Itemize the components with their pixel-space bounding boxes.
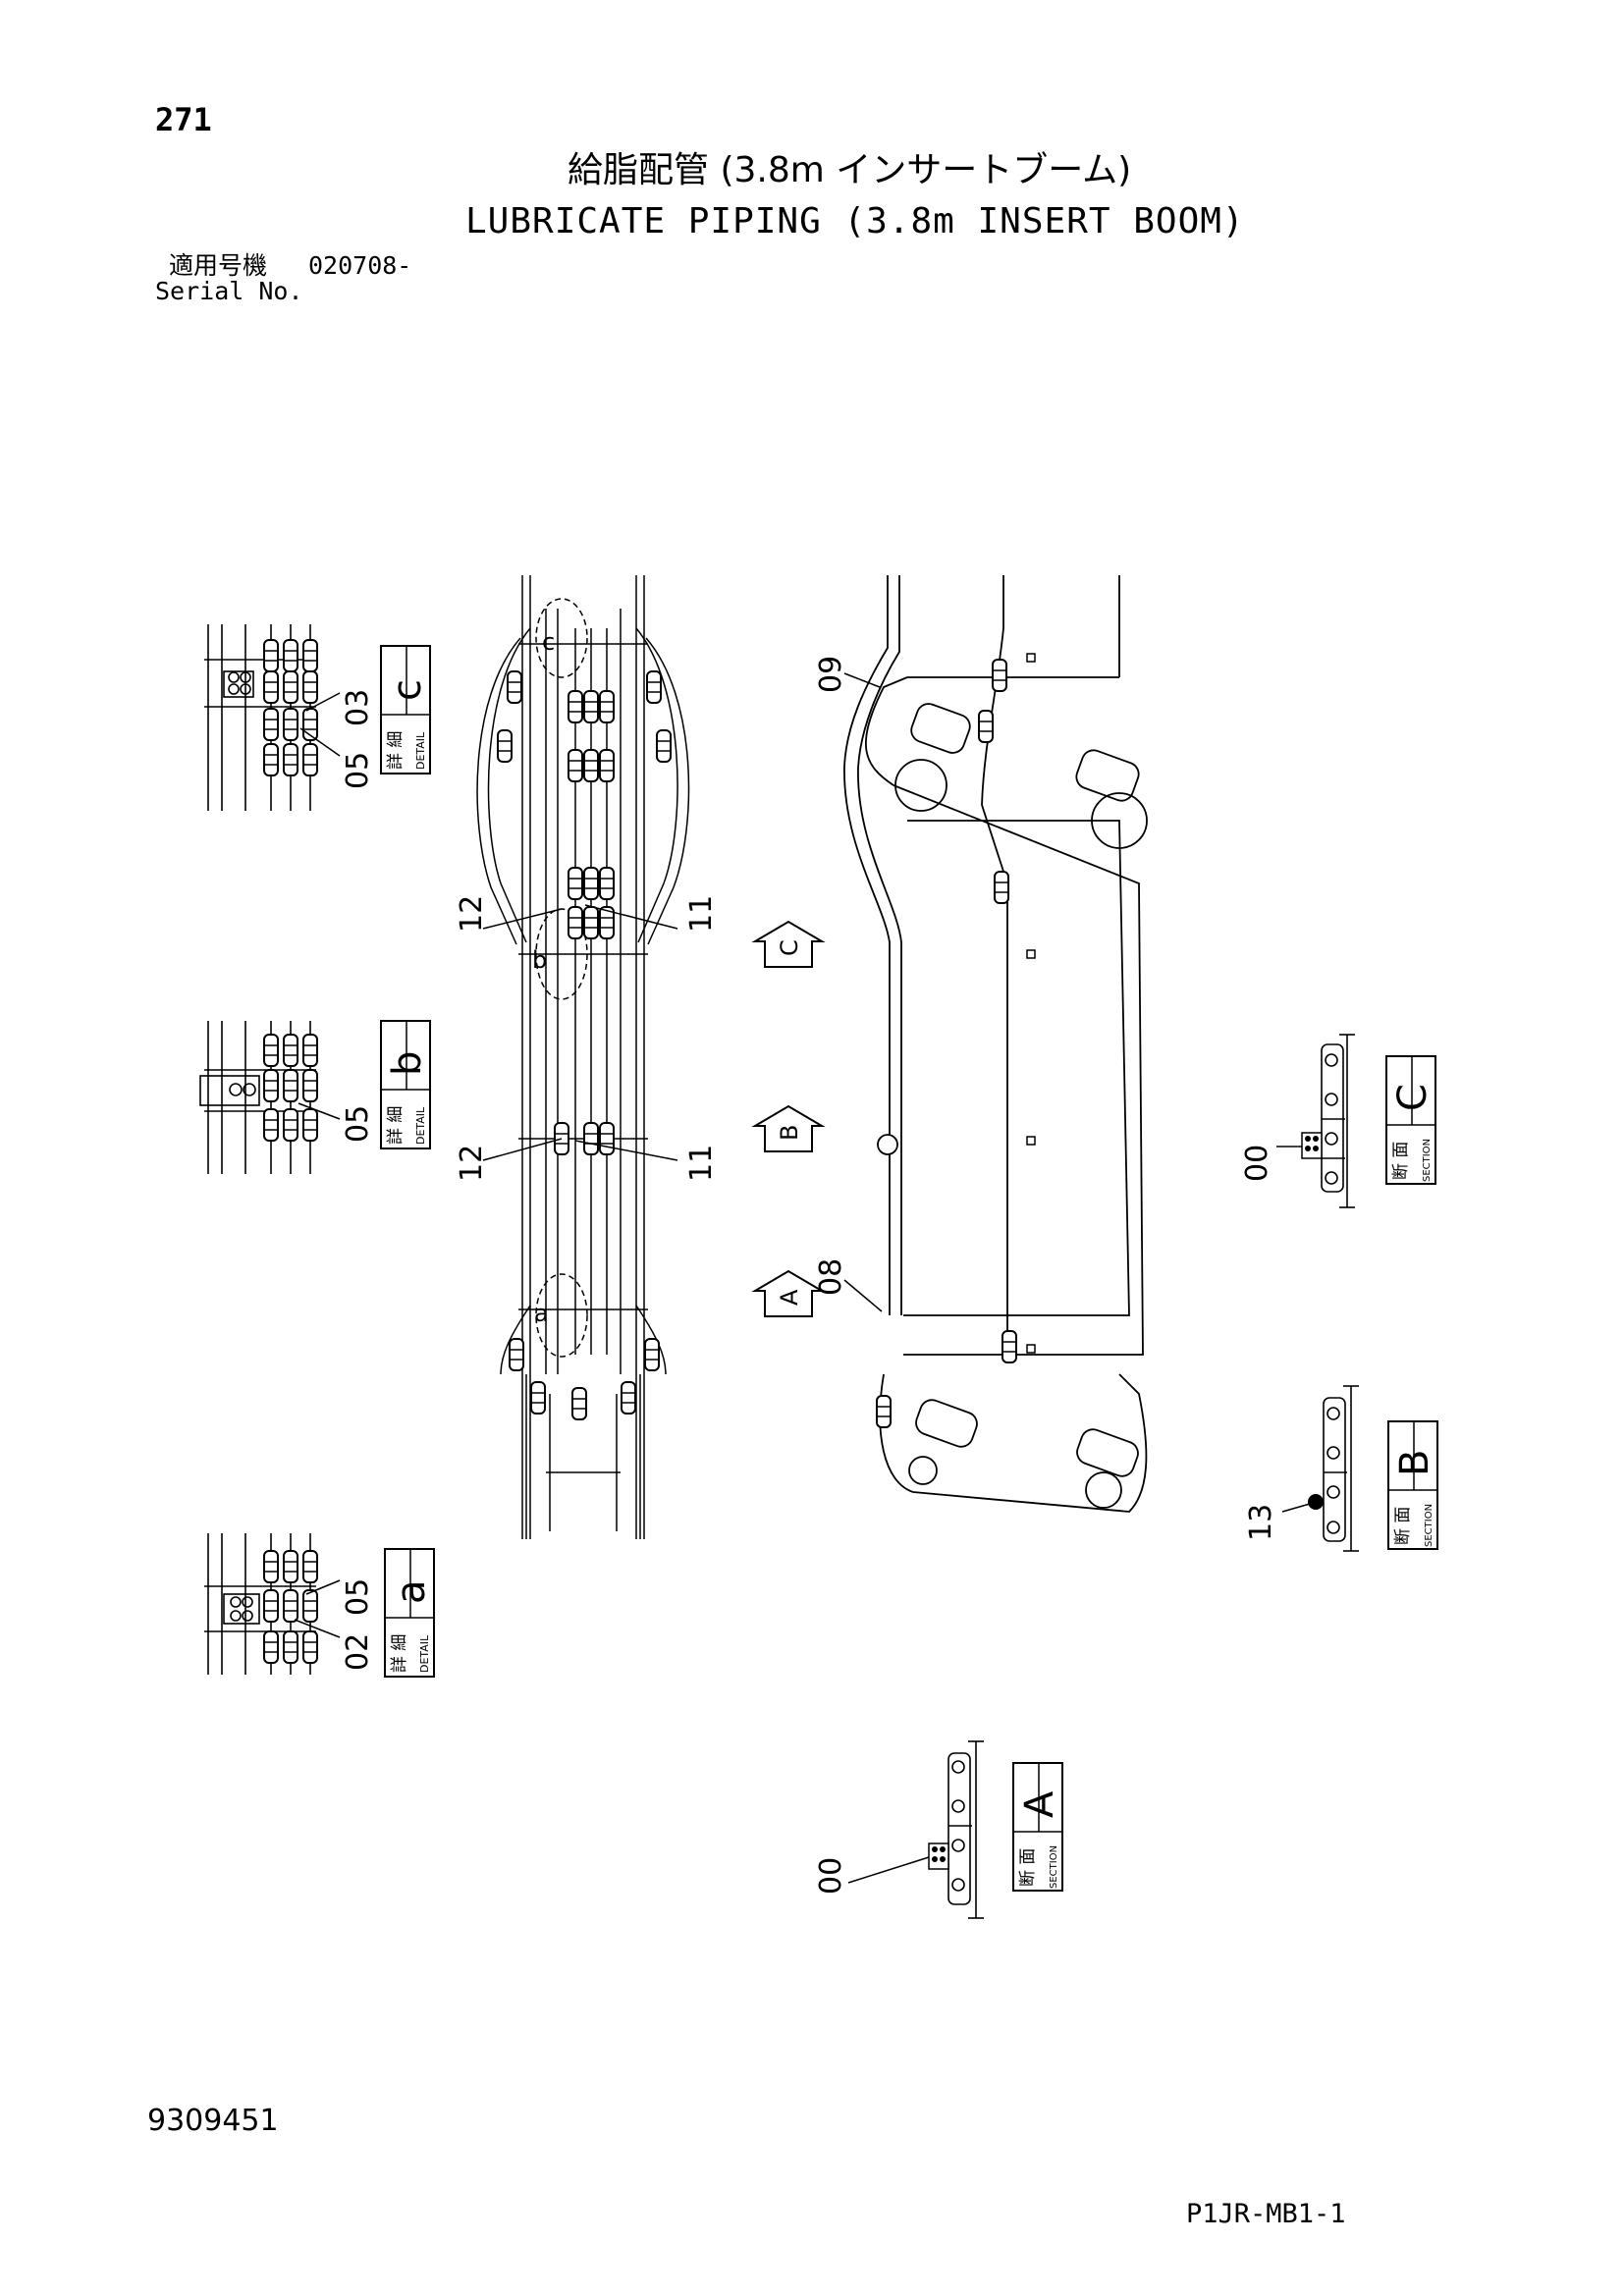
detail-b-part-05: 05 (341, 1105, 375, 1143)
detail-b-label-en: DETAIL (414, 1106, 427, 1145)
detail-a-part-05: 05 (341, 1578, 375, 1616)
section-b-part-13: 13 (1244, 1504, 1278, 1541)
section-c-label-box: C 断 面 SECTION (1385, 1055, 1436, 1185)
leader-line (843, 1279, 883, 1312)
detail-a-label-en: DETAIL (418, 1634, 431, 1673)
leader-line (482, 1138, 563, 1161)
section-a-label-box: A 断 面 SECTION (1012, 1762, 1063, 1892)
callout-11-upper: 11 (684, 895, 719, 933)
leader-line (482, 908, 563, 930)
detail-b-label-jp: 詳 細 (386, 1106, 406, 1145)
callout-09: 09 (814, 656, 848, 693)
detail-c-part-05: 03 (341, 689, 375, 726)
section-c-label-en: SECTION (1422, 1139, 1433, 1182)
section-a-view: 00 A 断 面 SECTION (814, 1740, 1063, 1919)
detail-c-label-en: DETAIL (414, 731, 427, 770)
detail-c-label-box: c 詳 細 DETAIL (380, 645, 431, 774)
section-b-view: 13 B 断 面 SECTION (1244, 1385, 1438, 1552)
serial-label-japanese: 適用号機 (169, 251, 268, 280)
leader-line (294, 1619, 341, 1638)
section-arrow-a: A (751, 1269, 826, 1317)
boom-plan-view: c b a 12 11 12 11 (455, 575, 719, 1539)
page-number: 271 (155, 101, 212, 138)
leader-line (299, 727, 341, 757)
section-c-letter: C (1390, 1084, 1435, 1111)
section-arrow-c: C (751, 920, 826, 968)
detail-a-part-02: 02 (341, 1633, 375, 1671)
callout-11-lower: 11 (684, 1145, 719, 1182)
section-a-label-en: SECTION (1049, 1845, 1059, 1889)
section-arrow-a-letter: A (776, 1289, 803, 1306)
section-b-label-box: B 断 面 SECTION (1387, 1420, 1438, 1550)
grease-nipple-icon (1308, 1494, 1324, 1510)
title-english: LUBRICATE PIPING (3.8m INSERT BOOM) (465, 201, 1245, 241)
section-arrow-c-letter: C (776, 939, 803, 956)
hose-clamp-icon (877, 1134, 898, 1155)
plan-marker-c: c (542, 628, 555, 656)
detail-c-view: 03 05 c 詳 細 DETAIL (204, 624, 431, 811)
section-c-part-00: 00 (1240, 1145, 1274, 1182)
leader-line (843, 672, 881, 688)
leader-line (298, 1102, 341, 1120)
leader-line (574, 1140, 678, 1161)
page-code: P1JR-MB1-1 (1186, 2199, 1346, 2229)
section-b-letter: B (1392, 1450, 1437, 1476)
section-c-view: 00 C 断 面 SECTION (1240, 1034, 1436, 1208)
leader-line (847, 1856, 930, 1884)
detail-b-view: 05 b 詳 細 DETAIL (199, 1020, 431, 1174)
plan-marker-a: a (534, 1300, 549, 1327)
detail-b-letter: b (385, 1051, 430, 1076)
leader-line (305, 1579, 341, 1595)
section-c-label-jp: 断 面 (1391, 1142, 1411, 1180)
callout-12-lower: 12 (455, 1145, 489, 1182)
serial-label-english: Serial No. (155, 277, 303, 305)
serial-number: 020708- (308, 251, 412, 280)
callout-12-upper: 12 (455, 895, 489, 933)
detail-a-view: 05 02 a 詳 細 DETAIL (204, 1533, 435, 1678)
leader-line (305, 692, 341, 712)
section-arrow-b-letter: B (776, 1125, 803, 1141)
detail-c-letter: c (385, 679, 430, 701)
boom-side-view: 09 08 C B A (751, 575, 1148, 1513)
detail-a-label-jp: 詳 細 (390, 1634, 409, 1673)
detail-b-label-box: b 詳 細 DETAIL (380, 1020, 431, 1149)
detail-a-letter: a (389, 1579, 434, 1604)
section-a-part-00: 00 (814, 1857, 848, 1895)
document-number: 9309451 (147, 2104, 279, 2138)
leader-line (1281, 1503, 1311, 1513)
section-a-letter: A (1017, 1790, 1062, 1818)
title-japanese: 給脂配管 (3.8m インサートブーム) (568, 150, 1132, 190)
detail-c-part-03: 05 (341, 752, 375, 789)
plan-marker-b: b (532, 946, 547, 974)
section-b-label-jp: 断 面 (1393, 1507, 1413, 1545)
section-b-label-en: SECTION (1424, 1504, 1435, 1547)
section-arrow-b: B (751, 1104, 826, 1152)
section-a-label-jp: 断 面 (1018, 1848, 1038, 1887)
detail-a-label-box: a 詳 細 DETAIL (384, 1548, 435, 1678)
leader-line (584, 904, 678, 930)
detail-c-label-jp: 詳 細 (386, 731, 406, 770)
